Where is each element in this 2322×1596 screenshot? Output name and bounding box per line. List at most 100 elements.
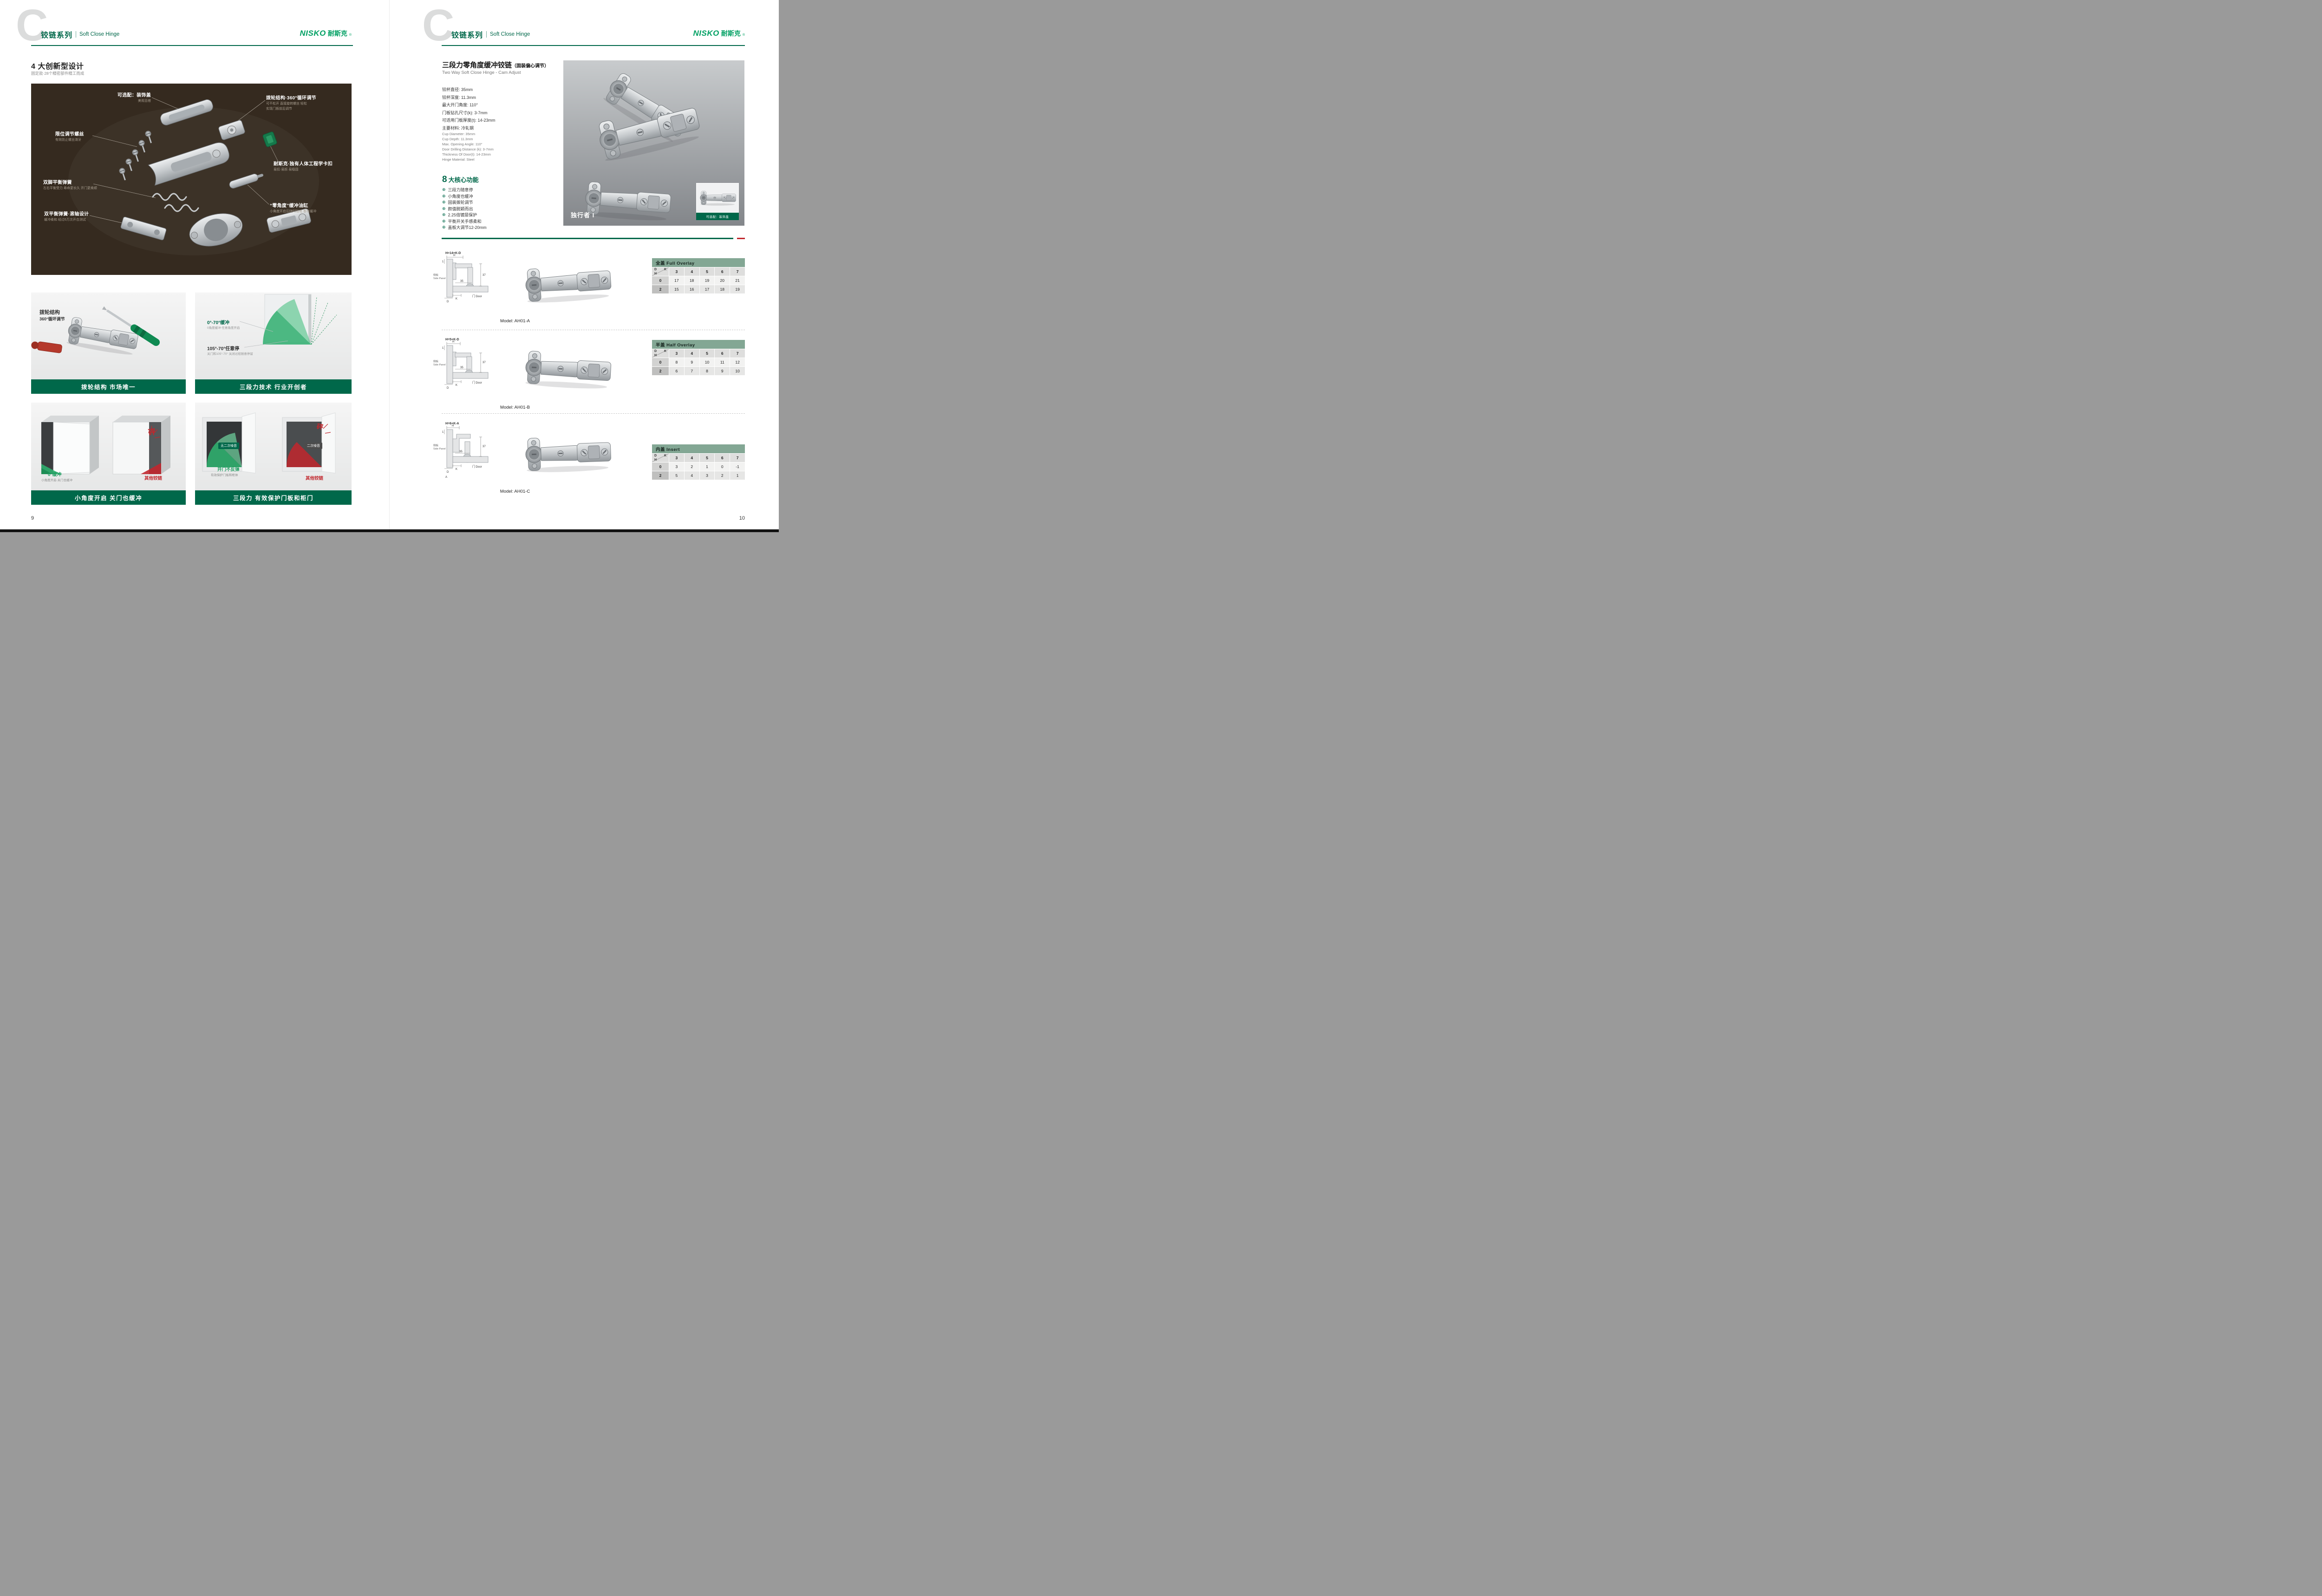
table-title: 内盖 Insert (652, 444, 745, 453)
features-list: ⊕三段力随意停 ⊕小角度也缓冲 ⊕固装拨轮调节 ⊕颜值脱颖而出 ⊕2.25倍镀层… (442, 187, 487, 231)
spec-line: 最大开门角度: 110° (442, 103, 478, 108)
dim-h-label: H (453, 254, 455, 257)
feature-item: ⊕小角度也缓冲 (442, 193, 473, 199)
brand-logo-cn: 耐斯克 (327, 30, 347, 37)
table-cell: 8 (669, 358, 684, 366)
technical-drawing: H=6+K-A H 侧板 Side Panel 1 37 35 (432, 420, 497, 482)
series-title-cn: 铰链系列 (451, 32, 483, 39)
optional-cover-thumb: 可选配：装饰盖 (696, 183, 739, 220)
plus-circle-icon: ⊕ (442, 218, 446, 223)
spec-line: Door Drilling Distance (k): 3-7mm (442, 147, 494, 151)
adjust-wheel-part (218, 120, 245, 140)
panel-label: 开门不反弹 (217, 467, 240, 472)
table-col-header: 5 (699, 454, 715, 462)
table-cell: 3 (669, 463, 684, 471)
panel-label: 拨轮结构 (39, 310, 60, 315)
table-col-header: 6 (715, 454, 730, 462)
cabinet-comparison-illustration (41, 416, 170, 475)
panel-label: 0°缓冲 (48, 472, 62, 477)
dim-t-label: 1 (442, 431, 444, 434)
wheel-adjust-illustration (31, 306, 160, 357)
feature-panel-small-angle: 0°缓冲 小角度开启·关门也缓冲 砰 其他铰链 小角度开启 关门也缓冲 (31, 403, 186, 505)
registered-mark: ® (742, 33, 745, 37)
brand-logo-en: NISKO (300, 29, 326, 38)
brand-logo-en: NISKO (693, 29, 719, 38)
table-cell: 21 (730, 276, 745, 285)
table-cell: 17 (699, 285, 715, 293)
spec-line: Cup Depth: 11.3mm (442, 137, 473, 141)
mounting-plate-part (267, 208, 311, 233)
model-photo (518, 253, 613, 311)
hinge-cup-part (189, 213, 243, 247)
thumb-image (696, 183, 739, 213)
spec-list-cn: 铰杯直径: 35mm 铰杯深度: 11.3mm 最大开门角度: 110° 门板钻… (442, 86, 496, 132)
base-bracket-part (120, 216, 167, 241)
door-label: 门 Door (472, 465, 482, 469)
table-cell: 20 (715, 276, 730, 285)
feature-panel-protection: 无二次噪音 二次噪音 砰 开门不反弹 有效保护门板和柜体 其他铰链 三段力 有效… (195, 403, 352, 505)
hinge-thumb-illustration (700, 191, 736, 206)
feature-item: ⊕三段力随意停 (442, 187, 473, 193)
other-hinge-label: 其他铰链 (144, 476, 163, 481)
table-cell: 10 (730, 367, 745, 375)
table-cell: 4 (684, 471, 699, 480)
dim-k-label: K (456, 298, 457, 300)
panel-caption: 拨轮结构 市场唯一 (31, 379, 186, 394)
brand-logo: NISKO 耐斯克 ® (693, 29, 745, 38)
callout-wheel-adjust: 拨轮结构·360°循环调节 可不松开 直接旋转螺丝 轻松 实现门板前后调节 (266, 96, 316, 111)
table-cell: 18 (684, 276, 699, 285)
section-divider (442, 238, 745, 239)
page-header: 铰链系列 Soft Close Hinge (41, 29, 119, 40)
feature-panel-wheel: 拨轮结构 360°循环调节 拨轮结构 市场唯一 (31, 293, 186, 394)
table-col-header: 3 (669, 349, 684, 358)
bang-label: 砰 (148, 428, 157, 437)
side-panel-label-cn: 侧板 (433, 273, 439, 277)
table-corner-cell: D K H (652, 454, 669, 462)
dim-37-label: 37 (483, 361, 486, 364)
spec-line: Hinge Material: Steel (442, 157, 475, 162)
panel-caption: 三段力技术 行业开创者 (195, 379, 352, 394)
dim-t-label: 1 (442, 347, 444, 350)
dim-35-label: 35 (460, 280, 463, 283)
dim-d-label: D (447, 300, 449, 303)
panel-image: 拨轮结构 360°循环调节 (31, 293, 186, 379)
side-panel-label-cn: 侧板 (433, 443, 439, 447)
dim-35-label: 35 (460, 366, 463, 369)
door-label: 门 Door (472, 294, 482, 298)
product-name-label: 独行者 I (571, 212, 595, 219)
callout-roller-design: 双平衡弹簧·滚轴设计 缓冲柔和 经过6万次开合测试 (44, 212, 89, 221)
product-subtitle: Two Way Soft Close Hinge - Cam Adjust (442, 70, 521, 75)
table-cell: 7 (684, 367, 699, 375)
hinge-illustration (525, 435, 612, 474)
plus-circle-icon: ⊕ (442, 193, 446, 198)
table-col-header: 7 (730, 454, 745, 462)
dim-h-label: H (452, 341, 454, 344)
side-panel-label-cn: 侧板 (433, 359, 439, 363)
callout-decorative-cover: 可选配：装饰盖 美观百搭 (117, 93, 151, 103)
feature-item: ⊕2.25倍镀层保护 (442, 212, 477, 218)
watermark-letter: C (422, 0, 455, 50)
table-row-header: 0 (652, 358, 669, 366)
spec-line: 铰杯直径: 35mm (442, 87, 473, 92)
table-cell: 9 (715, 367, 730, 375)
overlay-formula: H=5+K-D (445, 338, 459, 341)
dim-d-label: D (447, 387, 449, 390)
table-col-header: 4 (684, 349, 699, 358)
dim-k-label: K (456, 468, 457, 471)
model-section-ah01a: H=14+K-D H 侧板 Side Panel 1 37 35 (432, 250, 745, 329)
feature-item: ⊕平衡开关手感柔和 (442, 218, 482, 224)
table-corner-cell: D K H (652, 267, 669, 276)
side-panel-label-en: Side Panel (433, 364, 446, 366)
series-title-en: Soft Close Hinge (490, 32, 530, 37)
screws-part (119, 130, 152, 181)
callout-ergonomic-clip: 耐斯克·独有人体工程学卡扣 易扣·易拆·易稳固 (274, 162, 333, 171)
table-cell: 17 (669, 276, 684, 285)
spec-line: Cup Diameter: 35mm (442, 132, 476, 136)
plus-circle-icon: ⊕ (442, 187, 446, 192)
hinge-illustration (524, 350, 612, 391)
panel-label: 0°-70°缓冲 (207, 320, 230, 326)
scan-edge (0, 529, 779, 532)
page-spine (389, 0, 390, 532)
table-cell: 8 (699, 367, 715, 375)
table-col-header: 6 (715, 349, 730, 358)
